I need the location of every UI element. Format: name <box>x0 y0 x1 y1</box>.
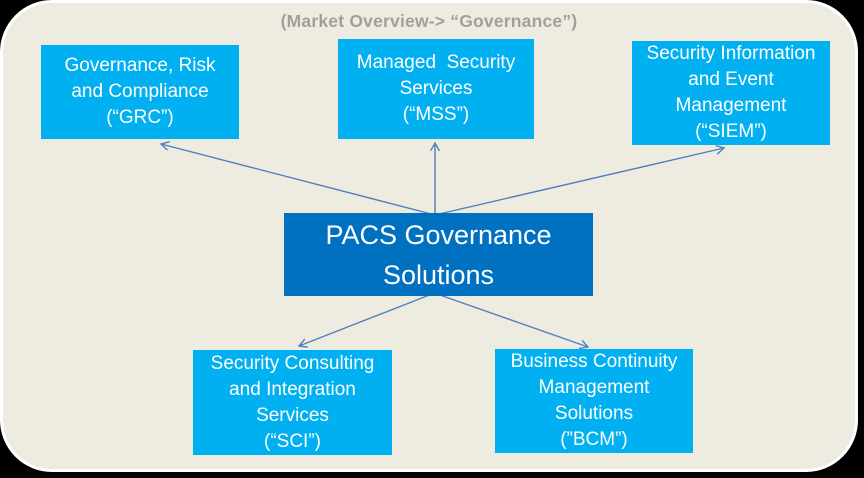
node-mss-line: Services <box>399 78 473 99</box>
node-center-line: Solutions <box>382 259 495 290</box>
connector-center-to-siem <box>438 148 724 215</box>
node-bcm: Business Continuity Management Solutions… <box>495 349 693 453</box>
node-sci: Security Consulting and Integration Serv… <box>193 350 392 455</box>
node-sci-line: (“SCI”) <box>264 430 321 452</box>
node-mss: Managed Security Services (“MSS”) <box>338 39 534 139</box>
node-grc-line: (“GRC”) <box>106 107 174 128</box>
node-grc-line: Governance, Risk <box>64 55 216 76</box>
node-center-pacs-governance: PACS Governance Solutions <box>284 213 593 296</box>
node-bcm-line: (”BCM”) <box>560 429 628 450</box>
node-sci-line: Security Consulting <box>210 352 375 374</box>
connector-center-to-bcm <box>436 293 588 347</box>
node-siem-line: and Event <box>688 69 774 90</box>
node-bcm-line: Business Continuity <box>510 351 678 372</box>
node-bcm-line: Management <box>538 377 650 398</box>
node-siem-line: Management <box>675 95 787 116</box>
connector-center-to-grc <box>161 144 440 217</box>
node-mss-line: (“MSS”) <box>402 104 470 125</box>
node-grc: Governance, Risk and Compliance (“GRC”) <box>41 45 239 139</box>
node-siem-line: (“SIEM”) <box>695 121 767 142</box>
node-siem: Security Information and Event Managemen… <box>632 41 830 145</box>
node-sci-line: Services <box>256 404 329 426</box>
connector-center-to-sci <box>299 293 433 346</box>
node-grc-line: and Compliance <box>71 81 209 102</box>
node-center-line: PACS Governance <box>325 219 552 250</box>
node-sci-line: and Integration <box>229 378 356 400</box>
node-siem-line: Security Information <box>646 43 816 64</box>
page-title: (Market Overview-> “Governance”) <box>280 11 578 31</box>
node-mss-line: Managed Security <box>356 52 516 73</box>
node-bcm-line: Solutions <box>554 403 634 424</box>
